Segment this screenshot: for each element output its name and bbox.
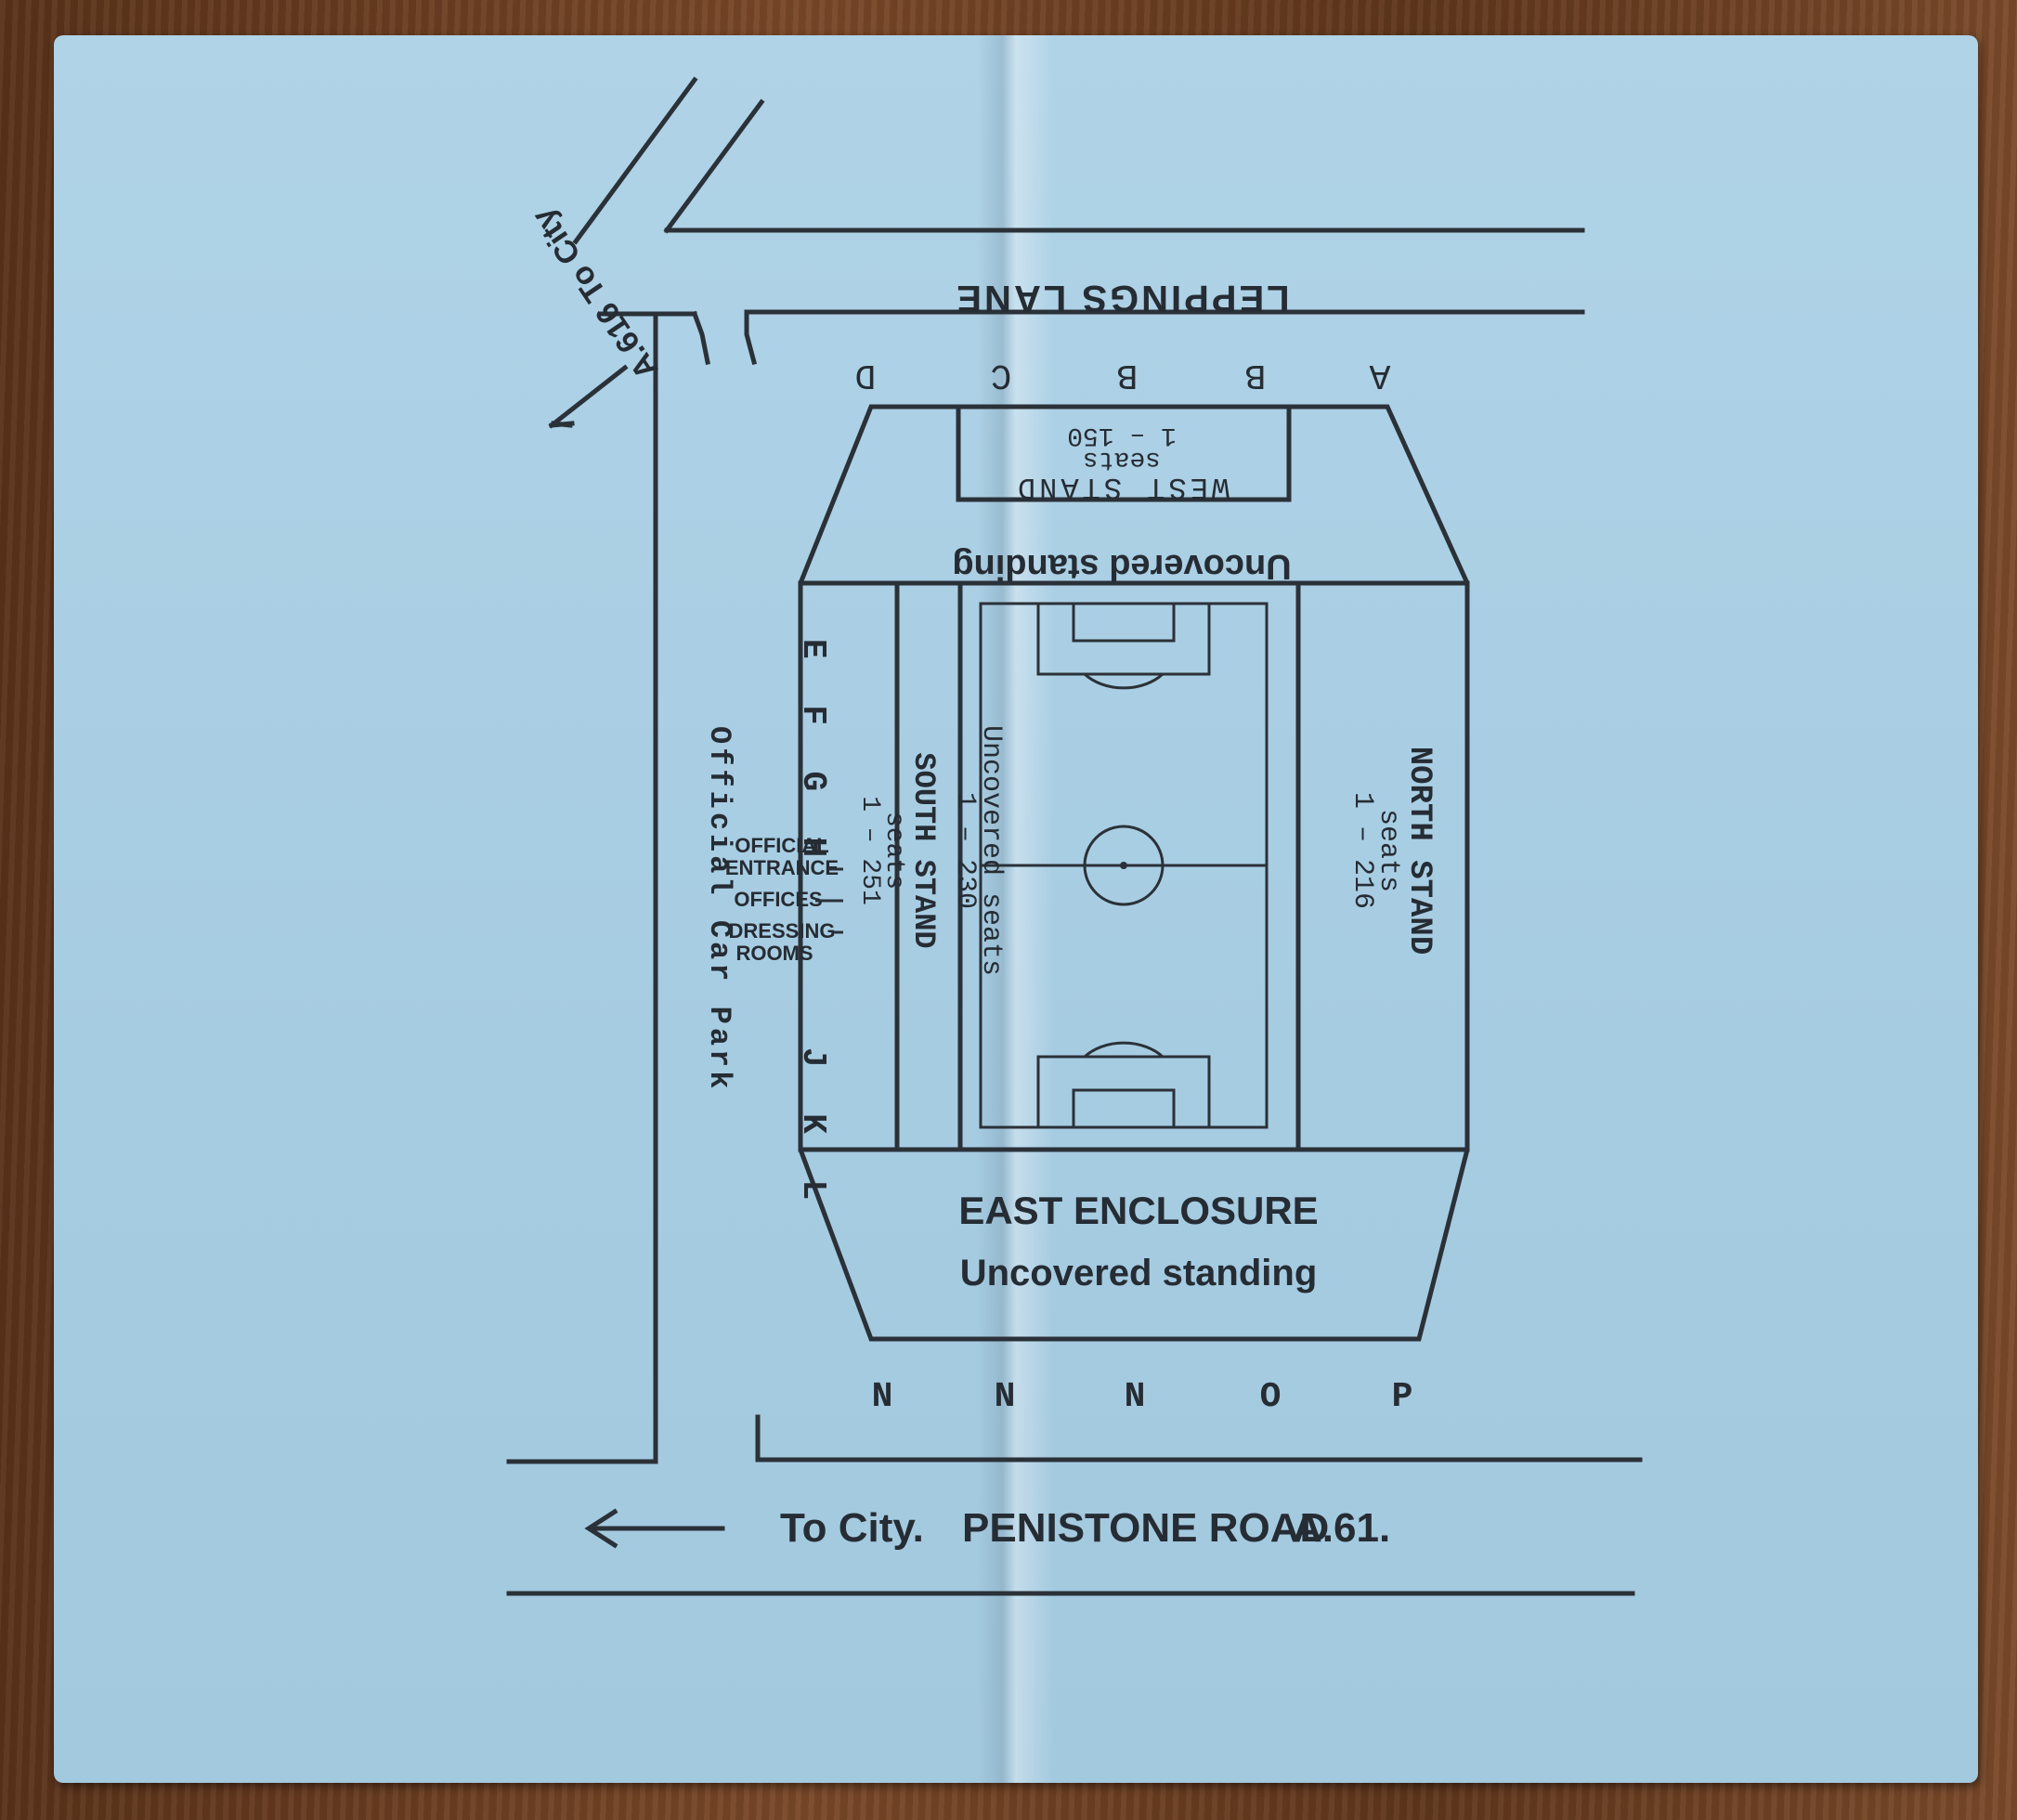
penistone-road-label: PENISTONE ROAD [962,1505,1329,1551]
east-enclosure-sub: Uncovered standing [960,1253,1318,1294]
penistone-road [506,1414,1643,1596]
west-standing-label: Uncovered standing [952,547,1291,586]
west-stand-seats: seats [1083,445,1161,474]
a616-label: A.616 To City [526,202,666,385]
official-entrance-line1: OFFICIAL [735,834,828,857]
east-enclosure-name: EAST ENCLOSURE [958,1189,1318,1232]
gate-a: A [1369,355,1390,395]
gate-c: C [991,355,1012,395]
north-stand-name: NORTH STAND [1401,747,1437,955]
west-stand-box [956,404,1292,502]
leppings-lane-road [664,228,1585,366]
gate-d: D [855,355,877,395]
gate-p: P [1392,1377,1413,1417]
west-stand-range: 1 – 150 [1067,421,1177,449]
left-gates-upper: E F G H [794,639,832,870]
pitch [979,602,1269,1129]
facilities-labels: OFFICIAL ENTRANCE OFFICES DRESSING ROOMS [725,834,843,965]
top-gate-letters: A B B C D [855,355,1391,395]
offices-label: OFFICES [734,888,822,911]
ground-outline [798,404,1470,1342]
gate-n3: N [1125,1377,1146,1417]
left-gates-lower: J K L [794,1047,832,1213]
gate-b2: B [1117,355,1139,395]
south-stand-name: SOUTH STAND [906,752,941,948]
car-park-label: Official Car Park [702,726,736,1092]
south-stand-range: 1 – 251 [855,796,884,905]
ticket: LEPPINGS LANE A.616 To City A B B C D WE… [54,35,1978,1783]
car-park-boundary [506,311,658,1464]
north-stand-seats: seats [1373,809,1404,892]
dressing-rooms-line1: DRESSING [729,919,836,942]
dressing-rooms-line2: ROOMS [735,942,813,965]
gate-n2: N [995,1377,1016,1417]
gate-n1: N [872,1377,893,1417]
to-city-label: To City. [780,1505,924,1551]
uncovered-seats-name: Uncovered seats [975,725,1007,976]
west-stand-name: WEST STAND [1014,470,1230,504]
a61-label: A.61. [1293,1505,1390,1551]
uncovered-seats-range: 1 – 230 [949,792,981,909]
south-stand-seats: seats [879,812,908,890]
leppings-lane-label: LEPPINGS LANE [954,278,1289,318]
gate-b1: B [1245,355,1267,395]
gate-o: O [1260,1377,1282,1417]
bottom-gate-letters: N N N O P [872,1377,1413,1417]
ground-map: LEPPINGS LANE A.616 To City A B B C D WE… [506,76,1643,1596]
official-entrance-line2: ENTRANCE [725,856,839,879]
left-gate-letters: E F G H J K L [794,639,832,1213]
north-stand-range: 1 – 216 [1347,792,1378,909]
